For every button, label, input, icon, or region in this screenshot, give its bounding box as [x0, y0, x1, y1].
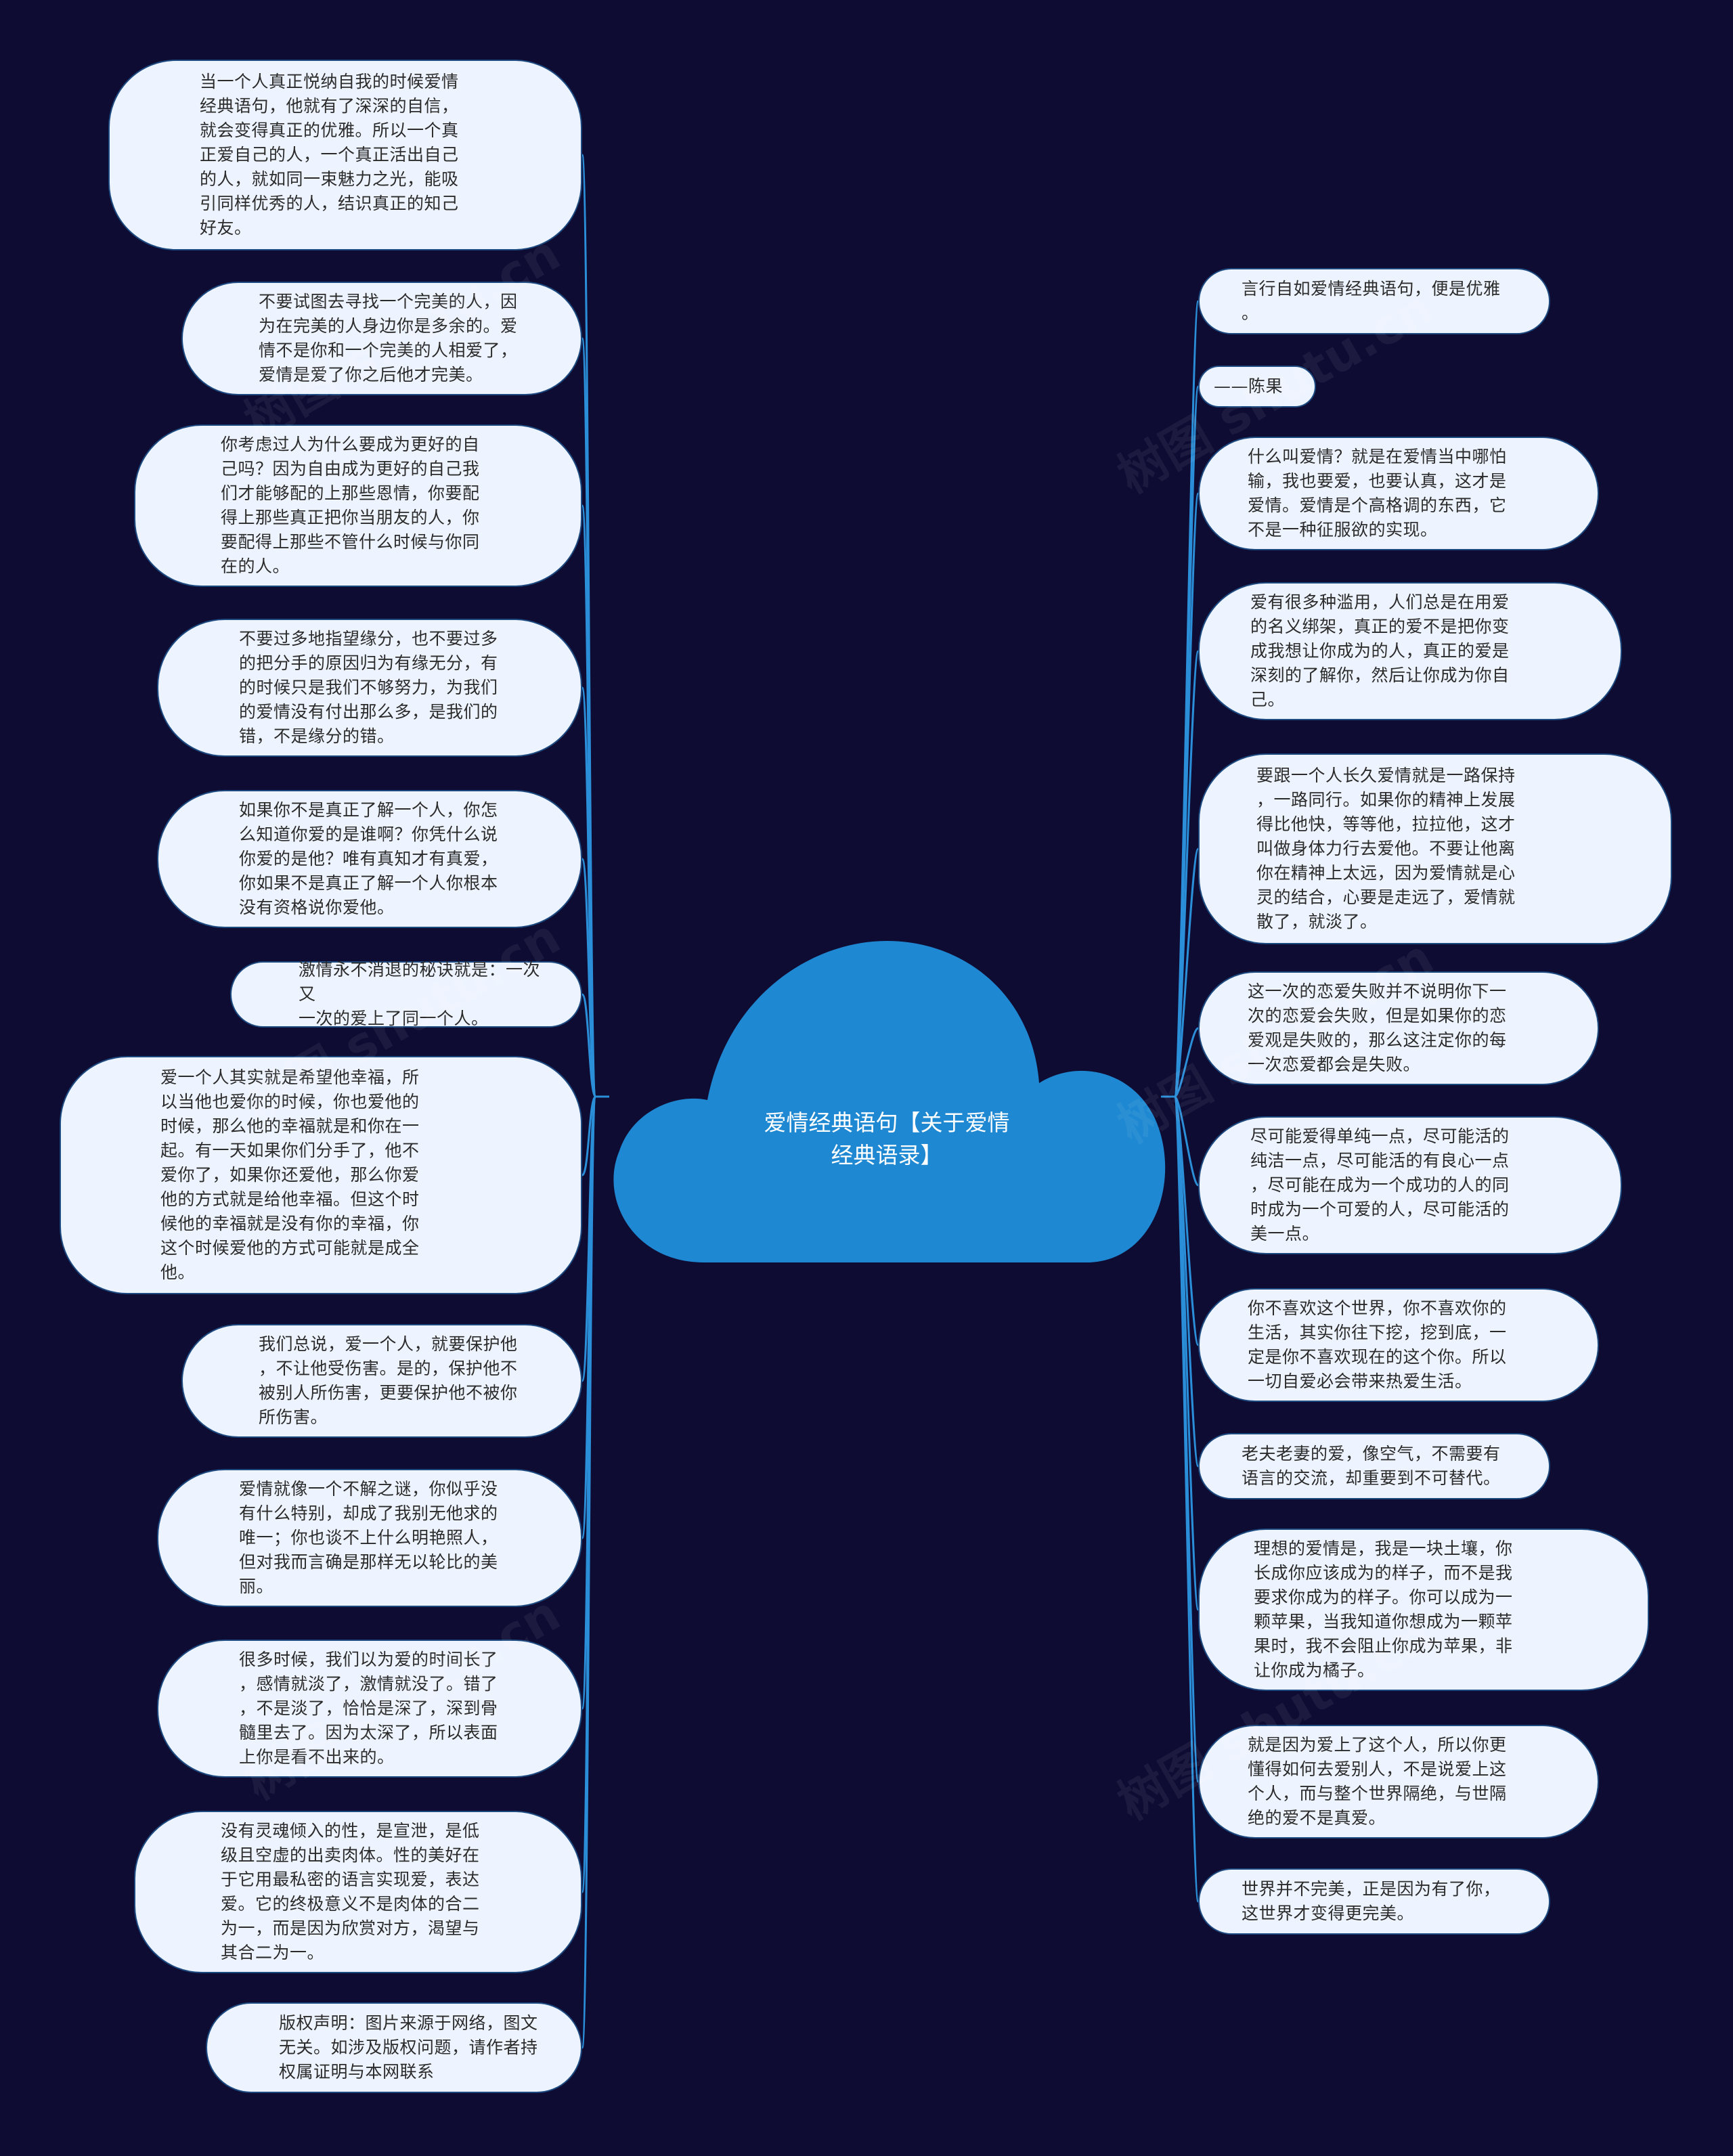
right-branch-text: 言行自如爱情经典语句，便是优雅 。	[1242, 279, 1501, 323]
left-connector-12	[581, 1095, 597, 2049]
right-branch-node-4[interactable]: 爱有很多种滥用，人们总是在用爱 的名义绑架，真正的爱不是把你变 成我想让你成为的…	[1198, 582, 1622, 720]
right-branch-node-10[interactable]: 理想的爱情是，我是一块土壤，你 长成你应该成为的样子，而不是我 要求你成为的样子…	[1198, 1528, 1649, 1691]
left-branch-text: 当一个人真正悦纳自我的时候爱情 经典语句，他就有了深深的自信， 就会变得真正的优…	[200, 72, 459, 238]
left-branch-node-11[interactable]: 没有灵魂倾入的性，是宣泄，是低 级且空虚的出卖肉体。性的美好在 于它用最私密的语…	[134, 1811, 582, 1973]
center-cloud-shape	[613, 941, 1166, 1262]
right-branch-text: 就是因为爱上了这个人，所以你更 懂得如何去爱别人，不是说爱上这 个人，而与整个世…	[1248, 1735, 1507, 1828]
right-branch-node-8[interactable]: 你不喜欢这个世界，你不喜欢你的 生活，其实你往下挖，挖到底，一 定是你不喜欢现在…	[1198, 1288, 1599, 1402]
right-branch-node-6[interactable]: 这一次的恋爱失败并不说明你下一 次的恋爱会失败，但是如果你的恋 爱观是失败的，那…	[1198, 971, 1599, 1085]
left-branch-node-4[interactable]: 不要过多地指望缘分，也不要过多 的把分手的原因归为有缘无分，有 的时候只是我们不…	[157, 619, 582, 757]
left-branch-text: 不要试图去寻找一个完美的人，因 为在完美的人身边你是多余的。爱 情不是你和一个完…	[259, 292, 518, 384]
left-branch-text: 没有灵魂倾入的性，是宣泄，是低 级且空虚的出卖肉体。性的美好在 于它用最私密的语…	[221, 1821, 480, 1962]
right-branch-node-5[interactable]: 要跟一个人长久爱情就是一路保持 ，一路同行。如果你的精神上发展 得比他快，等等他…	[1198, 753, 1672, 944]
right-branch-node-7[interactable]: 尽可能爱得单纯一点，尽可能活的 纯洁一点，尽可能活的有良心一点 ，尽可能在成为一…	[1198, 1116, 1622, 1254]
right-branch-text: ——陈果	[1214, 376, 1284, 396]
left-branch-node-8[interactable]: 我们总说，爱一个人，就要保护他 ，不让他受伤害。是的，保护他不 被别人所伤害，更…	[181, 1324, 582, 1438]
right-branch-text: 这一次的恋爱失败并不说明你下一 次的恋爱会失败，但是如果你的恋 爱观是失败的，那…	[1248, 982, 1507, 1074]
left-branch-text: 你考虑过人为什么要成为更好的自 己吗？因为自由成为更好的自己我 们才能够配的上那…	[221, 435, 480, 576]
right-branch-text: 爱有很多种滥用，人们总是在用爱 的名义绑架，真正的爱不是把你变 成我想让你成为的…	[1250, 592, 1510, 709]
left-branch-node-2[interactable]: 不要试图去寻找一个完美的人，因 为在完美的人身边你是多余的。爱 情不是你和一个完…	[181, 282, 582, 395]
left-branch-text: 如果你不是真正了解一个人，你怎 么知道你爱的是谁啊？你凭什么说 你爱的是他？唯有…	[239, 800, 498, 917]
right-connector-6	[1173, 1027, 1200, 1098]
right-branch-node-12[interactable]: 世界并不完美，正是因为有了你， 这世界才变得更完美。	[1198, 1868, 1550, 1935]
left-branch-node-10[interactable]: 很多时候，我们以为爱的时间长了 ，感情就淡了，激情就没了。错了 ，不是淡了，恰恰…	[157, 1640, 582, 1778]
right-branch-node-3[interactable]: 什么叫爱情？就是在爱情当中哪怕 输，我也要爱，也要认真，这才是 爱情。爱情是个高…	[1198, 437, 1599, 550]
right-connector-7	[1173, 1095, 1200, 1187]
right-connector-3	[1173, 492, 1200, 1098]
connector-lines	[581, 154, 1200, 2049]
left-branch-text: 我们总说，爱一个人，就要保护他 ，不让他受伤害。是的，保护他不 被别人所伤害，更…	[259, 1334, 518, 1427]
right-branch-node-2[interactable]: ——陈果	[1198, 366, 1316, 408]
right-branch-text: 世界并不完美，正是因为有了你， 这世界才变得更完美。	[1242, 1879, 1501, 1923]
left-branch-node-5[interactable]: 如果你不是真正了解一个人，你怎 么知道你爱的是谁啊？你凭什么说 你爱的是他？唯有…	[157, 790, 582, 928]
right-connector-2	[1173, 385, 1200, 1098]
right-connector-5	[1173, 848, 1200, 1098]
left-branch-text: 爱一个人其实就是希望他幸福，所 以当他也爱你的时候，你也爱他的 时候，那么他的幸…	[160, 1068, 420, 1282]
right-branch-node-1[interactable]: 言行自如爱情经典语句，便是优雅 。	[1198, 268, 1550, 334]
right-branch-text: 理想的爱情是，我是一块土壤，你 长成你应该成为的样子，而不是我 要求你成为的样子…	[1254, 1539, 1513, 1680]
right-connector-12	[1173, 1095, 1200, 1903]
center-topic[interactable]: 爱情经典语句【关于爱情 经典语录】	[764, 1109, 1010, 1168]
left-branch-node-7[interactable]: 爱一个人其实就是希望他幸福，所 以当他也爱你的时候，你也爱他的 时候，那么他的幸…	[60, 1056, 582, 1294]
left-branch-node-9[interactable]: 爱情就像一个不解之谜，你似乎没 有什么特别，却成了我别无他求的 唯一；你也谈不上…	[157, 1469, 582, 1607]
right-branch-text: 你不喜欢这个世界，你不喜欢你的 生活，其实你往下挖，挖到底，一 定是你不喜欢现在…	[1248, 1298, 1507, 1391]
left-branch-text: 爱情就像一个不解之谜，你似乎没 有什么特别，却成了我别无他求的 唯一；你也谈不上…	[239, 1479, 498, 1596]
left-branch-node-12[interactable]: 版权声明：图片来源于网络，图文 无关。如涉及版权问题，请作者持 权属证明与本网联…	[206, 2002, 582, 2093]
left-connector-5	[581, 858, 597, 1098]
right-branch-node-11[interactable]: 就是因为爱上了这个人，所以你更 懂得如何去爱别人，不是说爱上这 个人，而与整个世…	[1198, 1725, 1599, 1839]
right-branch-node-9[interactable]: 老夫老妻的爱，像空气，不需要有 语言的交流，却重要到不可替代。	[1198, 1433, 1550, 1499]
left-branch-node-1[interactable]: 当一个人真正悦纳自我的时候爱情 经典语句，他就有了深深的自信， 就会变得真正的优…	[108, 60, 582, 250]
left-branch-text: 很多时候，我们以为爱的时间长了 ，感情就淡了，激情就没了。错了 ，不是淡了，恰恰…	[239, 1650, 498, 1767]
left-branch-text: 激情永不消退的秘诀就是：一次又 一次的爱上了同一个人。	[299, 960, 541, 1028]
left-branch-node-3[interactable]: 你考虑过人为什么要成为更好的自 己吗？因为自由成为更好的自己我 们才能够配的上那…	[134, 424, 582, 587]
left-branch-text: 不要过多地指望缘分，也不要过多 的把分手的原因归为有缘无分，有 的时候只是我们不…	[239, 629, 498, 746]
right-branch-text: 什么叫爱情？就是在爱情当中哪怕 输，我也要爱，也要认真，这才是 爱情。爱情是个高…	[1248, 447, 1507, 540]
right-connector-4	[1173, 650, 1200, 1098]
left-branch-node-6[interactable]: 激情永不消退的秘诀就是：一次又 一次的爱上了同一个人。	[230, 960, 582, 1028]
right-branch-text: 要跟一个人长久爱情就是一路保持 ，一路同行。如果你的精神上发展 得比他快，等等他…	[1256, 766, 1516, 931]
right-branch-text: 尽可能爱得单纯一点，尽可能活的 纯洁一点，尽可能活的有良心一点 ，尽可能在成为一…	[1250, 1126, 1510, 1244]
left-branch-text: 版权声明：图片来源于网络，图文 无关。如涉及版权问题，请作者持 权属证明与本网联…	[279, 2013, 538, 2082]
right-branch-text: 老夫老妻的爱，像空气，不需要有 语言的交流，却重要到不可替代。	[1242, 1444, 1501, 1488]
left-connector-6	[581, 993, 597, 1098]
